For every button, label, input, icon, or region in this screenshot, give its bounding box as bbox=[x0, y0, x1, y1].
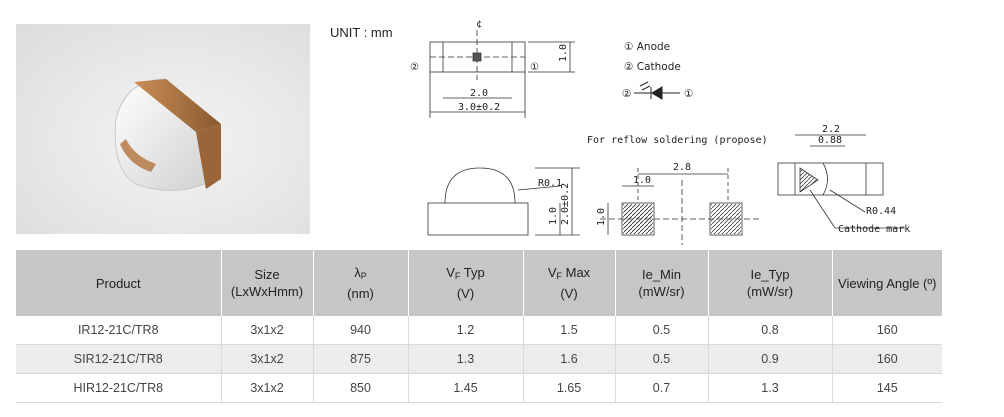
header-wavelength: λP(nm) bbox=[313, 250, 409, 316]
cell-vf-typ: 1.2 bbox=[408, 316, 524, 345]
cell-wavelength: 850 bbox=[313, 373, 409, 403]
cell-product: IR12-21C/TR8 bbox=[16, 316, 222, 345]
cell-size: 3x1x2 bbox=[221, 316, 314, 345]
cell-vf-max: 1.6 bbox=[523, 344, 616, 374]
cell-ie-min: 0.5 bbox=[615, 344, 709, 374]
cell-wavelength: 940 bbox=[313, 316, 409, 345]
table-row: IR12-21C/TR8 3x1x2 940 1.2 1.5 0.5 0.8 1… bbox=[16, 316, 942, 345]
header-product: Product bbox=[16, 250, 222, 316]
cell-vf-max: 1.65 bbox=[523, 373, 616, 403]
header-vf-typ: VF Typ(V) bbox=[408, 250, 524, 316]
cell-ie-typ: 1.3 bbox=[708, 373, 833, 403]
cell-ie-typ: 0.8 bbox=[708, 316, 833, 345]
header-ie-min: Ie_Min(mW/sr) bbox=[615, 250, 709, 316]
table-row: SIR12-21C/TR8 3x1x2 875 1.3 1.6 0.5 0.9 … bbox=[16, 344, 942, 374]
led-symbol-pin2: ② bbox=[622, 88, 631, 100]
cathode-mark-label: Cathode mark bbox=[838, 224, 910, 235]
cell-vf-typ: 1.45 bbox=[408, 373, 524, 403]
center-mark: ¢ bbox=[476, 19, 482, 30]
cell-vf-max: 1.5 bbox=[523, 316, 616, 345]
cell-wavelength: 875 bbox=[313, 344, 409, 374]
table-row: HIR12-21C/TR8 3x1x2 850 1.45 1.65 0.7 1.… bbox=[16, 373, 942, 403]
product-photo bbox=[16, 24, 310, 234]
legend-cathode: ② Cathode bbox=[624, 61, 681, 73]
dim-side-h1: 1.0 bbox=[548, 207, 559, 225]
cell-size: 3x1x2 bbox=[221, 344, 314, 374]
cell-ie-min: 0.5 bbox=[615, 316, 709, 345]
cell-viewing-angle: 145 bbox=[832, 373, 942, 403]
led-component-illustration bbox=[114, 78, 221, 191]
led-symbol-pin1: ① bbox=[684, 88, 693, 100]
reflow-label: For reflow soldering (propose) bbox=[587, 135, 768, 146]
dim-side-h2: 2.0±0.2 bbox=[560, 183, 571, 225]
dim-footprint-total: 2.2 bbox=[822, 124, 840, 135]
header-vf-max: VF Max(V) bbox=[523, 250, 616, 316]
dim-pad-height: 1.0 bbox=[596, 208, 607, 226]
dim-footprint-inner: 0.88 bbox=[818, 135, 842, 146]
pin2-marker: ② bbox=[410, 62, 419, 73]
cell-viewing-angle: 160 bbox=[832, 316, 942, 345]
cell-vf-typ: 1.3 bbox=[408, 344, 524, 374]
dim-inner-length: 2.0 bbox=[470, 88, 488, 99]
header-size: Size(LxWxHmm) bbox=[221, 250, 314, 316]
cell-size: 3x1x2 bbox=[221, 373, 314, 403]
dimension-drawings: ¢ ② ① 1.0 2.0 3.0±0.2 ① Anode ② Cathode … bbox=[410, 19, 910, 245]
dim-top-width: 1.0 bbox=[558, 44, 569, 62]
dim-side-radius: R0.1 bbox=[538, 178, 562, 189]
cell-ie-typ: 0.9 bbox=[708, 344, 833, 374]
cell-ie-min: 0.7 bbox=[615, 373, 709, 403]
dim-pad-width: 1.0 bbox=[633, 175, 651, 186]
dim-total-length: 3.0±0.2 bbox=[458, 102, 500, 113]
table-header-row: Product Size(LxWxHmm) λP(nm) VF Typ(V) V… bbox=[16, 250, 942, 316]
header-viewing-angle: Viewing Angle (º) bbox=[832, 250, 942, 316]
pin1-marker: ① bbox=[530, 62, 539, 73]
dim-footprint-radius: R0.44 bbox=[866, 206, 896, 217]
cell-product: HIR12-21C/TR8 bbox=[16, 373, 222, 403]
cell-product: SIR12-21C/TR8 bbox=[16, 344, 222, 374]
unit-label: UNIT : mm bbox=[330, 25, 393, 40]
cell-viewing-angle: 160 bbox=[832, 344, 942, 374]
spec-table: Product Size(LxWxHmm) λP(nm) VF Typ(V) V… bbox=[16, 250, 942, 403]
dim-pad-pitch: 2.8 bbox=[673, 162, 691, 173]
header-ie-typ: Ie_Typ(mW/sr) bbox=[708, 250, 833, 316]
legend-anode: ① Anode bbox=[624, 41, 670, 53]
